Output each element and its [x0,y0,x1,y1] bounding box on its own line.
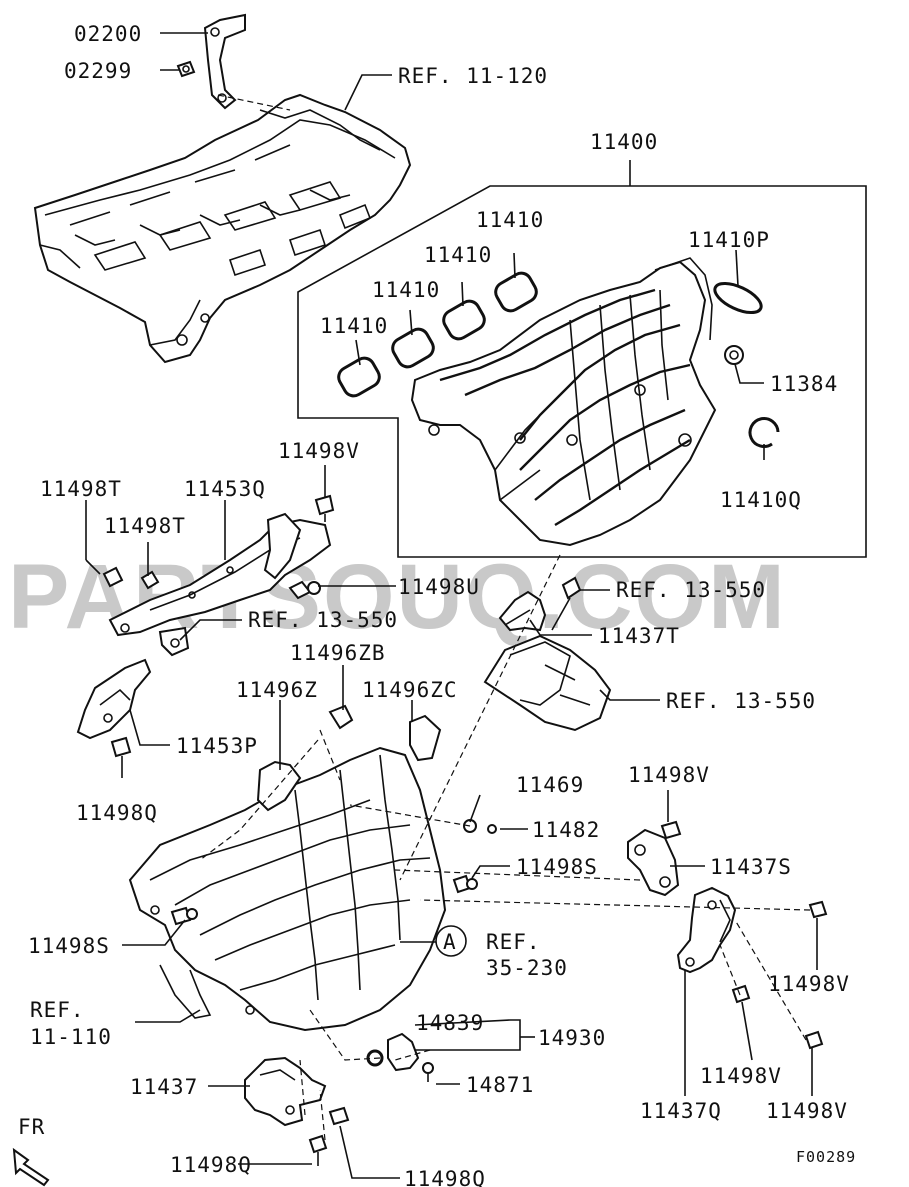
label-11498V-r2: 11498V [700,1064,782,1088]
label-11496ZC: 11496ZC [362,678,458,702]
label-11437: 11437 [130,1075,198,1099]
label-11437Q: 11437Q [640,1099,722,1123]
label-11437S: 11437S [710,855,792,879]
label-11496ZB: 11496ZB [290,641,386,665]
o-ring-11410P [713,281,763,315]
label-11498T-b: 11498T [104,514,186,538]
front-direction-arrow [12,1147,50,1187]
leader-lines [85,32,818,1179]
label-11410-a: 11410 [320,314,388,338]
label-11498Q-c: 11498Q [404,1167,486,1187]
label-11498Q-a: 11498Q [76,801,158,825]
assembly-frame-11400 [297,172,867,558]
sensor-14930-drawing [366,1032,434,1082]
label-11496Z: 11496Z [236,678,318,702]
label-11498V-top: 11498V [278,439,360,463]
bolt-11498V-top [314,494,335,522]
label-ref-13-550-b: REF. 13-550 [248,608,398,632]
label-11498T-a: 11498T [40,477,122,501]
label-02299: 02299 [64,59,132,83]
label-02200: 02200 [74,22,142,46]
bracket-11437Q-drawing [676,886,737,974]
bracket-11453Q-drawing [108,512,332,657]
label-11410-c: 11410 [424,243,492,267]
washer-11384 [724,345,744,365]
reference-circle-a [435,925,467,957]
bolt-11498T-a [102,566,124,588]
label-14930: 14930 [538,1026,606,1050]
label-11410P: 11410P [688,228,770,252]
bolt-11498Q-b [308,1134,328,1166]
throttle-body-drawing [483,634,612,732]
label-ref-13-550-a: REF. 13-550 [616,578,766,602]
label-11482: 11482 [532,818,600,842]
bracket-11453P-drawing [76,658,152,740]
lower-manifold-drawing [128,704,447,1032]
label-11498V-r1: 11498V [768,972,850,996]
intake-manifold-drawing [410,257,717,547]
bolt-11498V-r3 [804,1030,824,1050]
figure-code: F00289 [796,1148,856,1166]
reference-circle-a-label: A [443,930,457,954]
label-11498S-b: 11498S [28,934,110,958]
bolt-11498Q-a [110,736,132,778]
label-11410-d: 11410 [476,208,544,232]
bolt-11498V-r1 [808,900,828,919]
bolt-11498S-b [170,906,198,926]
label-11498U: 11498U [398,575,480,599]
label-11453Q: 11453Q [184,477,266,501]
label-front: FR [18,1115,45,1139]
label-14871: 14871 [466,1073,534,1097]
label-ref-11-110-line2: 11-110 [30,1025,112,1049]
bolt-11498Q-c [328,1106,350,1126]
bolt-11498V-mid [660,820,682,840]
label-ref-11-120: REF. 11-120 [398,64,548,88]
label-11498V-mid: 11498V [628,763,710,787]
label-11410-b: 11410 [372,278,440,302]
cylinder-head-drawing [33,13,412,364]
label-ref-35-230-line2: 35-230 [486,956,568,980]
label-14839: 14839 [416,1011,484,1035]
label-11498S-a: 11498S [516,855,598,879]
label-11410Q: 11410Q [720,488,802,512]
bracket-11437-drawing [244,1056,327,1127]
label-11400: 11400 [590,130,658,154]
bolt-11498U [288,580,321,600]
label-11498Q-b: 11498Q [170,1153,252,1177]
label-ref-13-550-c: REF. 13-550 [666,689,816,713]
label-11498V-r3: 11498V [766,1099,848,1123]
bolt-11498S-a [452,874,478,894]
label-11469: 11469 [516,773,584,797]
label-ref-35-230-line1: REF. [486,930,541,954]
label-11437T: 11437T [598,624,680,648]
label-11453P: 11453P [176,734,258,758]
gasket-set [337,271,538,398]
label-ref-11-110-line1: REF. [30,998,85,1022]
nut-11482 [487,824,497,834]
bracket-11437S-drawing [627,828,680,897]
label-11384: 11384 [770,372,838,396]
bolt-11498V-r2 [731,984,751,1004]
dashed-connectors [199,94,811,1141]
seal-11410Q [748,417,780,448]
